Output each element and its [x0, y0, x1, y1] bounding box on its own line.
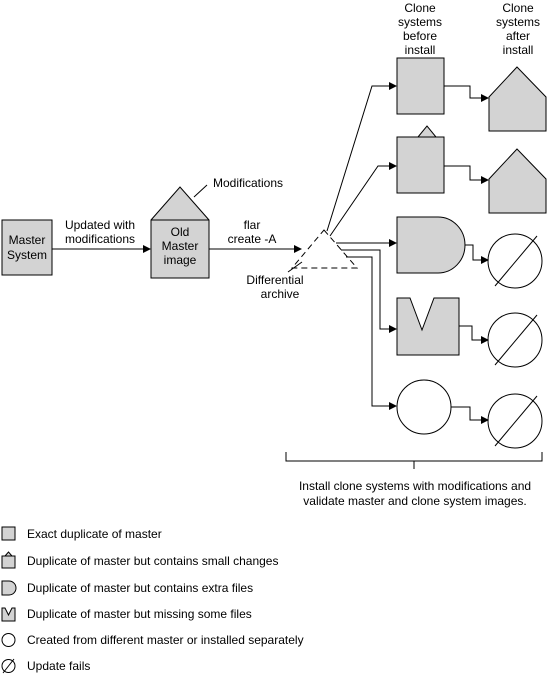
master-system-box	[1, 219, 53, 276]
differential-leader-line	[287, 261, 303, 273]
clone-after-failed-2	[487, 312, 543, 368]
legend-label-2: Duplicate of master but contains small c…	[27, 554, 278, 568]
legend-label-5: Created from different master or install…	[27, 633, 304, 647]
row4-connector	[459, 325, 481, 341]
clone-after-house-2	[488, 148, 547, 214]
col-before-header-4: install	[405, 43, 436, 57]
notched-square-icon	[1, 607, 16, 622]
install-note-line-1: Install clone systems with modifications…	[299, 479, 531, 493]
clone-after-failed-3	[487, 393, 543, 449]
clone-before-circle	[396, 379, 452, 435]
clone-after-failed-1	[487, 233, 543, 289]
branch-line-5	[346, 256, 389, 407]
clone-after-failed-3-slash	[494, 395, 538, 447]
flar-create-label: create -A	[228, 232, 277, 246]
col-after-header-1: Clone	[502, 1, 534, 15]
branch-line-2	[329, 165, 389, 237]
branch-arrow-head-5	[389, 402, 397, 410]
legend: Exact duplicate of master Duplicate of m…	[1, 526, 304, 674]
install-note-line-2: validate master and clone system images.	[303, 494, 526, 508]
row3-connector	[465, 244, 481, 261]
row5-arrow-head	[481, 416, 489, 424]
col-after-header-3: after	[506, 29, 530, 43]
col-before-header-1: Clone	[404, 1, 436, 15]
clone-before-square-bump-body	[396, 136, 445, 194]
updated-with-label: Updated with	[65, 218, 135, 232]
legend-label-1: Exact duplicate of master	[27, 527, 162, 541]
clone-before-d-shape	[396, 216, 466, 274]
modifications-label: Modifications	[213, 176, 283, 190]
d-shape-icon	[1, 580, 17, 596]
update-arrow-head	[143, 245, 151, 253]
branch-arrow-head-1	[389, 82, 397, 90]
clone-after-failed-2-slash	[494, 314, 538, 366]
row1-arrow-head	[481, 94, 489, 102]
row3-arrow-head	[481, 256, 489, 264]
differential-label-1: Differential	[246, 273, 303, 287]
old-master-label-1: Old	[171, 225, 190, 239]
clone-after-house-1	[488, 66, 547, 132]
row2-arrow-head	[481, 176, 489, 184]
flar-label: flar	[244, 218, 261, 232]
branch-line-4	[341, 249, 389, 330]
circle-icon	[1, 633, 16, 647]
row1-connector	[444, 85, 481, 99]
flar-arrow-head	[294, 245, 302, 253]
clone-before-square-bump	[416, 125, 438, 138]
old-master-label-2: Master	[162, 239, 199, 253]
row2-connector	[444, 165, 481, 181]
square-bump-icon	[1, 551, 16, 569]
install-bracket	[285, 452, 543, 462]
slashed-circle-icon	[1, 658, 16, 674]
old-master-label-3: image	[164, 253, 197, 267]
differential-label-2: archive	[261, 287, 300, 301]
col-after-header-4: install	[503, 43, 534, 57]
square-icon	[1, 526, 16, 541]
row5-connector	[451, 406, 481, 421]
col-after-header-2: systems	[496, 15, 540, 29]
branch-arrow-head-3	[389, 239, 397, 247]
updated-modifications-label: modifications	[65, 232, 135, 246]
branch-arrow-head-4	[389, 325, 397, 333]
col-before-header-3: before	[403, 29, 437, 43]
legend-label-6: Update fails	[27, 659, 90, 673]
master-system-label-1: Master	[9, 233, 46, 247]
clone-after-failed-1-slash	[494, 235, 538, 287]
legend-label-4: Duplicate of master but missing some fil…	[27, 607, 252, 621]
master-system-label-2: System	[7, 248, 47, 262]
col-before-header-2: systems	[398, 15, 442, 29]
legend-label-3: Duplicate of master but contains extra f…	[27, 581, 253, 595]
branch-arrow-head-2	[389, 162, 397, 170]
differential-archive-triangle	[290, 229, 359, 269]
clone-before-square	[396, 57, 445, 115]
row4-arrow-head	[481, 336, 489, 344]
clone-before-notched-square	[396, 297, 460, 356]
modifications-leader-line	[193, 184, 208, 198]
branch-line-1	[326, 85, 389, 232]
